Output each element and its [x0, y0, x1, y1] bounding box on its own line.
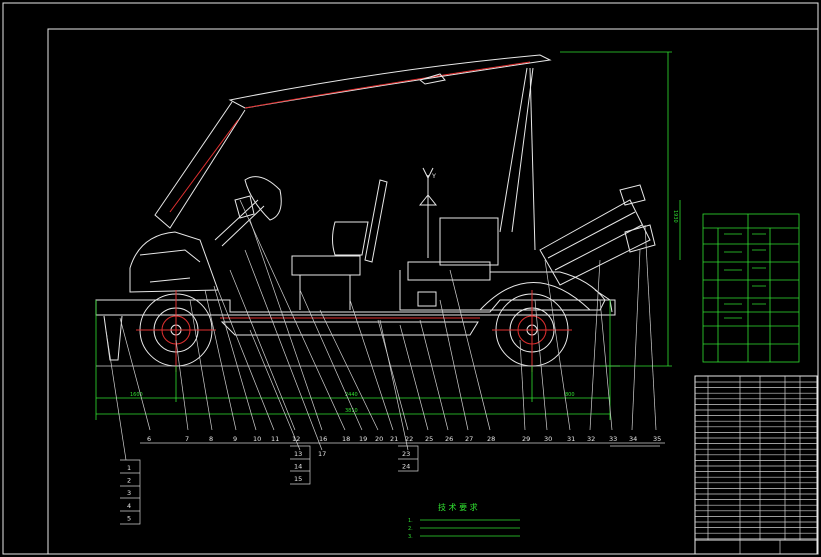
callout-label: 25	[425, 435, 433, 443]
leader-lines	[105, 199, 660, 461]
callout-label: 29	[522, 435, 530, 443]
axis-label: Y	[431, 172, 436, 180]
inner-frame	[47, 28, 819, 555]
callout-label: 5	[127, 514, 131, 522]
callout-label: 28	[487, 435, 495, 443]
callout-label: 22	[405, 435, 413, 443]
dimensions: 1600 2440 800 3810 1930	[95, 51, 681, 420]
callout-label: 26	[445, 435, 453, 443]
note-line-1: 1.	[408, 518, 413, 524]
callout-label: 34	[629, 435, 637, 443]
callout-label: 35	[653, 435, 661, 443]
callouts-top-row: 6 7 8 9 10 11 12 16 18 19 20 21 22 25 26 27 28 29 30 31 32 33…	[140, 435, 665, 444]
callout-label: 1	[127, 464, 131, 472]
callout-label: 19	[359, 435, 367, 443]
callout-stacks	[120, 445, 419, 525]
callout-label: 32	[587, 435, 595, 443]
callout-label: 31	[567, 435, 575, 443]
callout-label: 16	[319, 435, 327, 443]
callout-label: 7	[185, 435, 189, 443]
parameter-table	[702, 213, 800, 363]
callout-label: 23	[402, 450, 410, 458]
callout-label: 30	[544, 435, 552, 443]
callout-label: 13	[294, 450, 302, 458]
chassis	[95, 299, 616, 361]
notes-title: 技 术 要 求	[438, 502, 478, 512]
callout-17: 17	[318, 450, 326, 458]
callouts-left-stack: 1 2 3 4 5	[127, 464, 131, 522]
callout-label: 10	[253, 435, 261, 443]
steering	[214, 176, 282, 247]
callout-label: 20	[375, 435, 383, 443]
callout-label: 33	[609, 435, 617, 443]
svg-text:2440: 2440	[345, 392, 358, 398]
canopy	[154, 54, 552, 251]
callout-label: 14	[294, 463, 302, 471]
callout-label: 12	[292, 435, 300, 443]
callout-label: 4	[127, 502, 131, 510]
svg-text:1930: 1930	[672, 210, 678, 223]
callout-label: 11	[271, 435, 279, 443]
golf-bag-rack	[539, 184, 656, 313]
rear-wheel	[479, 282, 591, 372]
callouts-right-stack: 23 24	[402, 450, 410, 471]
svg-text:800: 800	[565, 392, 575, 398]
technical-notes: 技 术 要 求 1. 2. 3.	[408, 502, 520, 540]
callout-label: 8	[209, 435, 213, 443]
parts-list	[694, 375, 818, 555]
front-wheel	[136, 290, 216, 372]
callout-label: 2	[127, 477, 131, 485]
rear-seat	[399, 175, 606, 311]
callout-label: 27	[465, 435, 473, 443]
front-body	[129, 231, 219, 293]
svg-text:3810: 3810	[345, 408, 358, 414]
callouts-mid-stack: 13 14 15	[294, 450, 302, 483]
svg-text:1600: 1600	[130, 392, 143, 398]
callout-label: 15	[294, 475, 302, 483]
note-line-3: 3.	[408, 534, 413, 540]
callout-label: 3	[127, 489, 131, 497]
callout-label: 9	[233, 435, 237, 443]
callout-label: 6	[147, 435, 151, 443]
callout-label: 18	[342, 435, 350, 443]
front-seat	[291, 179, 388, 310]
note-line-2: 2.	[408, 526, 413, 532]
callout-label: 24	[402, 463, 410, 471]
y-axis-marker: Y	[422, 167, 436, 180]
callout-label: 21	[390, 435, 398, 443]
